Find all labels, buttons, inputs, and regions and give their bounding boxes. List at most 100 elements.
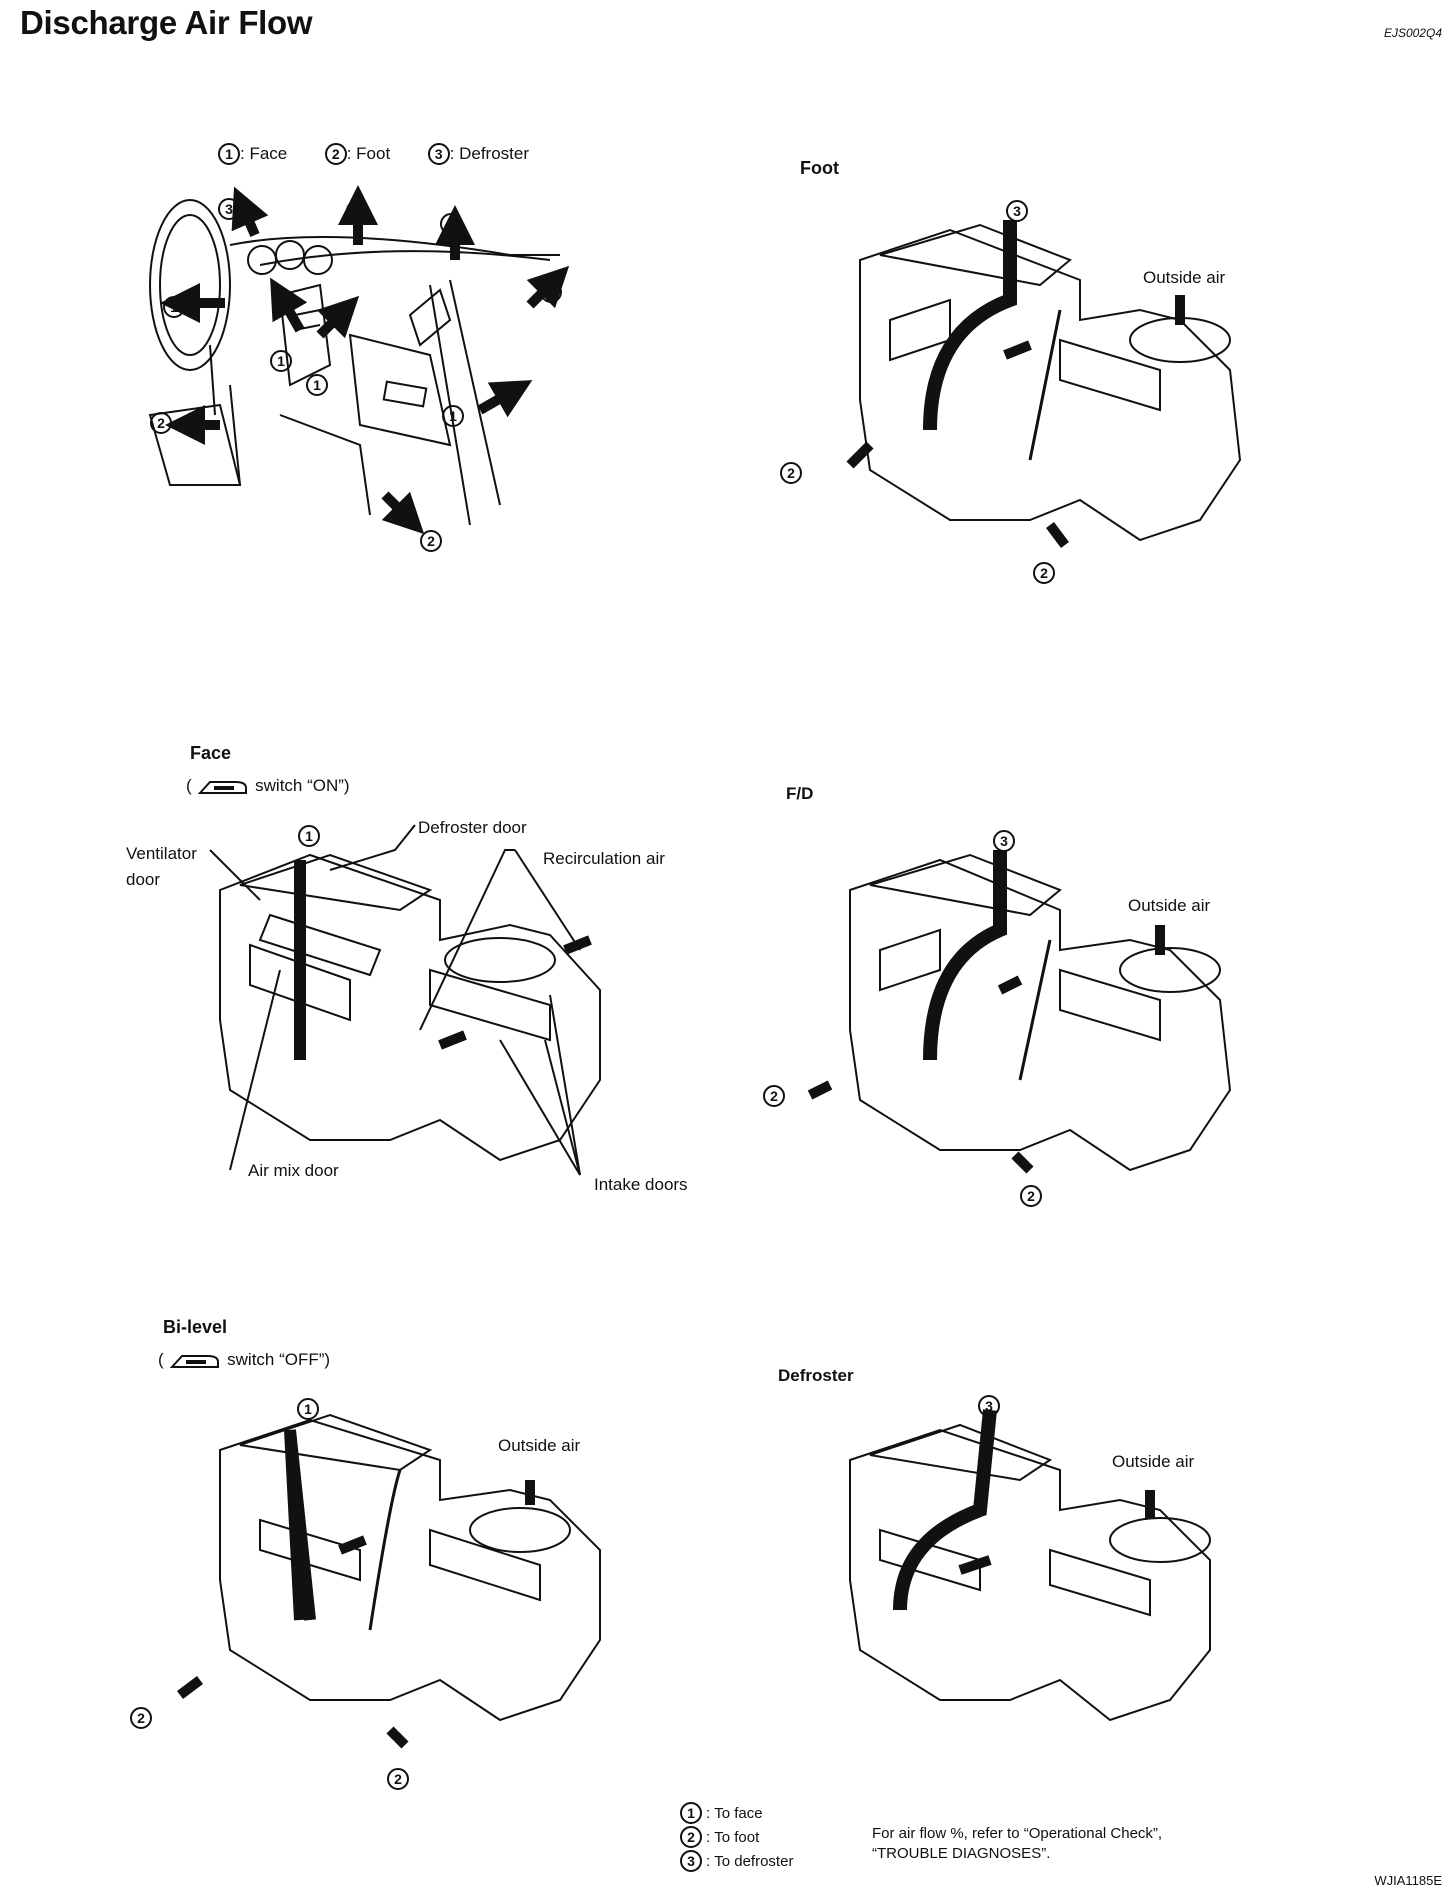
foot-arrow xyxy=(807,1080,833,1100)
caption-face: Face xyxy=(190,743,232,763)
outlet-number: 3 xyxy=(1006,200,1028,222)
outlet-number: 2 xyxy=(780,462,802,484)
label-outside-air: Outside air xyxy=(1112,1452,1195,1471)
intake-door xyxy=(429,968,551,1042)
mix-arrow xyxy=(997,975,1023,995)
label-intake-doors: Intake doors xyxy=(594,1175,688,1194)
legend-defroster: 3: Defroster xyxy=(427,143,529,165)
outlet-number: 3 xyxy=(346,200,368,222)
outlet-number: 3 xyxy=(218,198,240,220)
legend-foot: 2: Foot xyxy=(324,143,390,165)
outlet-number: 1 xyxy=(270,350,292,372)
caption-bilevel: Bi-level xyxy=(163,1317,228,1337)
label-air-mix-door: Air mix door xyxy=(248,1161,339,1180)
defroster-flow xyxy=(923,220,1017,431)
outlet-number: 2 xyxy=(150,412,172,434)
switch-note-bilevel: ( switch “OFF”) xyxy=(158,1350,331,1369)
outlet-number: 3 xyxy=(993,830,1015,852)
outlet-number: 1 xyxy=(163,296,185,318)
intake-door xyxy=(429,1528,541,1602)
steering-wheel xyxy=(149,199,231,371)
defroster-flow xyxy=(923,850,1007,1061)
bottom-legend: 1 : To face 2 : To foot 3 : To defroster xyxy=(680,1802,793,1874)
defroster-airflow-diagram xyxy=(849,1409,1211,1722)
label-outside-air: Outside air xyxy=(1128,896,1211,915)
legend-to-foot: 2 : To foot xyxy=(680,1826,793,1850)
recirculation-switch-icon xyxy=(170,1354,220,1368)
recirculation-inlet xyxy=(444,937,556,983)
outlet-number: 1 xyxy=(297,1398,319,1420)
caption-foot: Foot xyxy=(800,158,839,178)
caption-defroster: Defroster xyxy=(778,1366,854,1385)
outlet-number: 2 xyxy=(1020,1185,1042,1207)
foot-arrow xyxy=(381,491,425,535)
outside-air-inlet xyxy=(469,1507,571,1553)
intake-door xyxy=(1059,338,1161,412)
mix-arrow xyxy=(338,1535,367,1555)
bilevel-airflow-diagram xyxy=(177,1413,601,1749)
foot-arrow xyxy=(177,1676,203,1699)
outlet-number: 1 xyxy=(442,405,464,427)
outlet-number: 2 xyxy=(387,1768,409,1790)
label-ventilator-door: Ventilator door xyxy=(126,844,197,889)
dashboard-illustration xyxy=(148,199,560,526)
outlet-number: 1 xyxy=(298,825,320,847)
label-outside-air: Outside air xyxy=(498,1436,581,1455)
foot-arrow xyxy=(1046,522,1069,548)
heater-unit-outline xyxy=(849,858,1232,1172)
ventilator-door xyxy=(879,928,941,992)
outlet-number: 2 xyxy=(420,530,442,552)
defroster-door xyxy=(869,1423,1053,1482)
air-flow-note: For air flow %, refer to “Operational Ch… xyxy=(872,1825,1163,1862)
outside-air-inlet xyxy=(1109,1517,1211,1563)
page-title: Discharge Air Flow xyxy=(20,4,313,41)
recirculation-arrow xyxy=(438,1030,467,1050)
legend-to-defroster: 3 : To defroster xyxy=(680,1850,793,1874)
switch-note-face: ( switch “ON”) xyxy=(186,776,350,795)
outlet-number: 3 xyxy=(540,281,562,303)
label-recirculation-air: Recirculation air xyxy=(543,849,665,868)
outlet-number: 2 xyxy=(130,1707,152,1729)
intake-door xyxy=(1049,1548,1151,1617)
fd-airflow-diagram xyxy=(807,850,1232,1174)
mix-arrow xyxy=(1003,340,1032,360)
outlet-number: 2 xyxy=(763,1085,785,1107)
face-arrow xyxy=(316,295,360,339)
defroster-flow xyxy=(893,1409,997,1611)
mix-arrow xyxy=(958,1555,992,1575)
recirculation-arrow xyxy=(563,935,592,955)
face-flow xyxy=(284,1429,316,1621)
air-mix-door xyxy=(249,943,351,1022)
defroster-door xyxy=(239,1413,433,1472)
outlet-number: 2 xyxy=(1033,562,1055,584)
caption-fd: F/D xyxy=(786,784,814,803)
legend-face: 1: Face xyxy=(218,143,287,165)
outlet-number: 1 xyxy=(306,374,328,396)
face-arrow xyxy=(477,380,533,418)
outlet-number: 3 xyxy=(440,213,462,235)
legend-to-face: 1 : To face xyxy=(680,1802,793,1826)
air-mix-door xyxy=(259,1518,361,1582)
label-outside-air: Outside air xyxy=(1143,268,1226,287)
foot-arrow xyxy=(1011,1151,1034,1174)
ventilator-door xyxy=(258,913,382,977)
heater-unit-outline xyxy=(849,1428,1211,1722)
heater-unit-outline xyxy=(859,228,1242,542)
foot-arrow xyxy=(846,441,874,469)
intake-door xyxy=(1059,968,1161,1042)
defroster-arrow xyxy=(231,186,269,237)
label-defroster-door: Defroster door xyxy=(418,818,527,837)
figure-code: WJIA1185E xyxy=(1374,1873,1442,1888)
defroster-door xyxy=(869,853,1062,917)
top-legend: 1: Face 2: Foot 3: Defroster xyxy=(218,143,529,165)
outside-air-inlet xyxy=(1119,947,1221,993)
face-arrow xyxy=(270,277,308,333)
face-airflow-diagram xyxy=(209,824,601,1176)
foot-arrow xyxy=(386,1726,409,1749)
defroster-door xyxy=(879,223,1072,287)
foot-airflow-diagram xyxy=(846,220,1242,548)
dashboard-arrows xyxy=(160,185,570,535)
document-code: EJS002Q4 xyxy=(1383,26,1442,40)
air-mix-door xyxy=(879,1528,981,1592)
outlet-number: 3 xyxy=(978,1395,1000,1417)
